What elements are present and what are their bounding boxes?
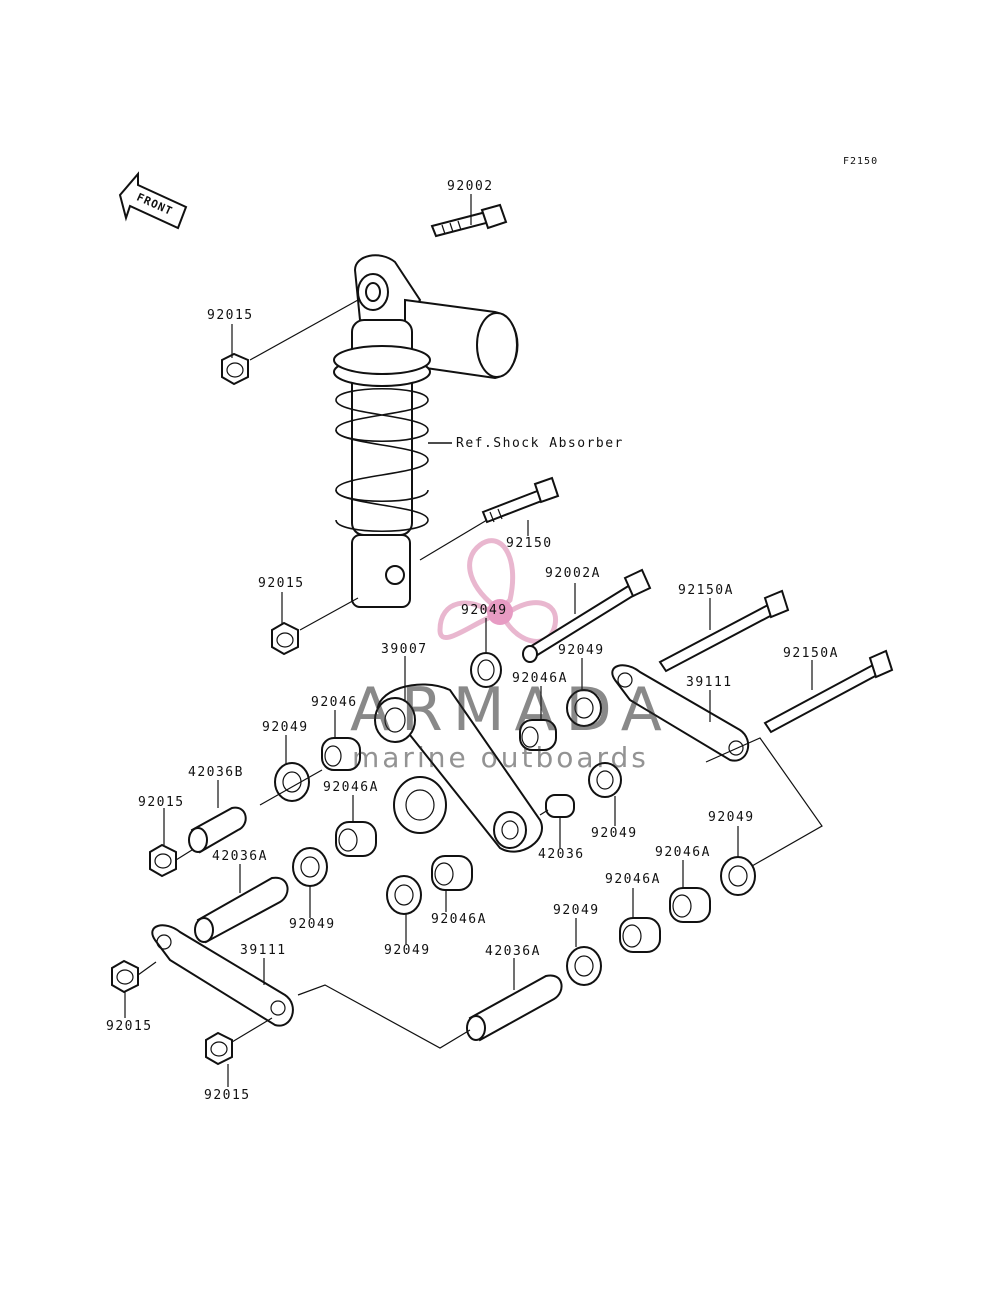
- part-label-92015[interactable]: 92015: [138, 795, 185, 810]
- link-39111-right[interactable]: [611, 664, 750, 762]
- part-label-92015[interactable]: 92015: [106, 1019, 153, 1034]
- front-arrow-icon: [118, 171, 188, 230]
- part-label-92049[interactable]: 92049: [591, 826, 638, 841]
- part-label-92046a[interactable]: 92046A: [323, 780, 379, 795]
- collar-42036b[interactable]: [188, 806, 247, 854]
- collar-42036[interactable]: [545, 794, 575, 818]
- leader-lines: [124, 194, 813, 1087]
- bolt-92150[interactable]: [481, 476, 560, 524]
- part-label-92049[interactable]: 92049: [461, 603, 508, 618]
- part-label-39111[interactable]: 39111: [240, 943, 287, 958]
- bolt-92002[interactable]: [430, 203, 508, 238]
- nut-92015-bottom-left[interactable]: [111, 959, 139, 994]
- washer-92049-d[interactable]: [588, 762, 622, 798]
- part-label-92046[interactable]: 92046: [311, 695, 358, 710]
- bolt-92150a-right[interactable]: [763, 649, 894, 734]
- part-label-92150a[interactable]: 92150A: [783, 646, 839, 661]
- collar-42036a-left[interactable]: [194, 876, 289, 944]
- part-label-92002a[interactable]: 92002A: [545, 566, 601, 581]
- part-label-92049[interactable]: 92049: [384, 943, 431, 958]
- washer-92049-h[interactable]: [566, 946, 602, 986]
- watermark-subtitle: marine outboards: [352, 741, 649, 774]
- bearing-92046a-right-lower[interactable]: [619, 917, 661, 953]
- nut-92015-upper[interactable]: [221, 352, 249, 386]
- part-label-92015[interactable]: 92015: [258, 576, 305, 591]
- washer-92049-f[interactable]: [386, 875, 422, 915]
- link-39111-left[interactable]: [151, 924, 294, 1027]
- part-label-92049[interactable]: 92049: [553, 903, 600, 918]
- washer-92049-b[interactable]: [566, 689, 602, 727]
- shock-absorber: [333, 254, 519, 608]
- part-label-42036[interactable]: 42036: [538, 847, 585, 862]
- part-label-42036a[interactable]: 42036A: [212, 849, 268, 864]
- nut-92015-lower[interactable]: [271, 621, 299, 656]
- part-label-39007[interactable]: 39007: [381, 642, 428, 657]
- washer-92049-g[interactable]: [720, 856, 756, 896]
- part-label-92046a[interactable]: 92046A: [655, 845, 711, 860]
- part-label-42036b[interactable]: 42036B: [188, 765, 244, 780]
- figure-code: F2150: [843, 156, 879, 167]
- part-label-92046a[interactable]: 92046A: [605, 872, 661, 887]
- part-label-92049[interactable]: 92049: [558, 643, 605, 658]
- bearing-92046a-mid[interactable]: [335, 821, 377, 857]
- part-label-42036a[interactable]: 42036A: [485, 944, 541, 959]
- part-label-92046a[interactable]: 92046A: [431, 912, 487, 927]
- bearing-92046a-top[interactable]: [519, 719, 557, 751]
- bearing-92046a-right-upper[interactable]: [669, 887, 711, 923]
- part-label-92049[interactable]: 92049: [289, 917, 336, 932]
- part-label-92046a[interactable]: 92046A: [512, 671, 568, 686]
- part-label-39111[interactable]: 39111: [686, 675, 733, 690]
- collar-42036a-lower[interactable]: [466, 974, 563, 1042]
- bolt-92150a-middle[interactable]: [658, 589, 790, 673]
- part-label-92049[interactable]: 92049: [708, 810, 755, 825]
- washer-92049-a[interactable]: [470, 652, 502, 688]
- part-label-92002[interactable]: 92002: [447, 179, 494, 194]
- part-label-92150a[interactable]: 92150A: [678, 583, 734, 598]
- part-label-92015[interactable]: 92015: [207, 308, 254, 323]
- nut-92015-bottom[interactable]: [205, 1031, 233, 1066]
- armada-logo-icon: [437, 538, 558, 644]
- nut-92015-left[interactable]: [149, 843, 177, 878]
- bearing-92046a-lower[interactable]: [431, 855, 473, 891]
- part-label-92015[interactable]: 92015: [204, 1088, 251, 1103]
- washer-92049-e[interactable]: [292, 847, 328, 887]
- rocker-arm-39007: [374, 683, 543, 853]
- watermark-title: ARMADA: [350, 675, 672, 745]
- bolt-92002a[interactable]: [522, 568, 652, 663]
- bearing-92046[interactable]: [321, 737, 361, 771]
- reference-shock-absorber: Ref.Shock Absorber: [456, 436, 624, 451]
- washer-92049-c[interactable]: [274, 762, 310, 802]
- part-label-92049[interactable]: 92049: [262, 720, 309, 735]
- part-label-92150[interactable]: 92150: [506, 536, 553, 551]
